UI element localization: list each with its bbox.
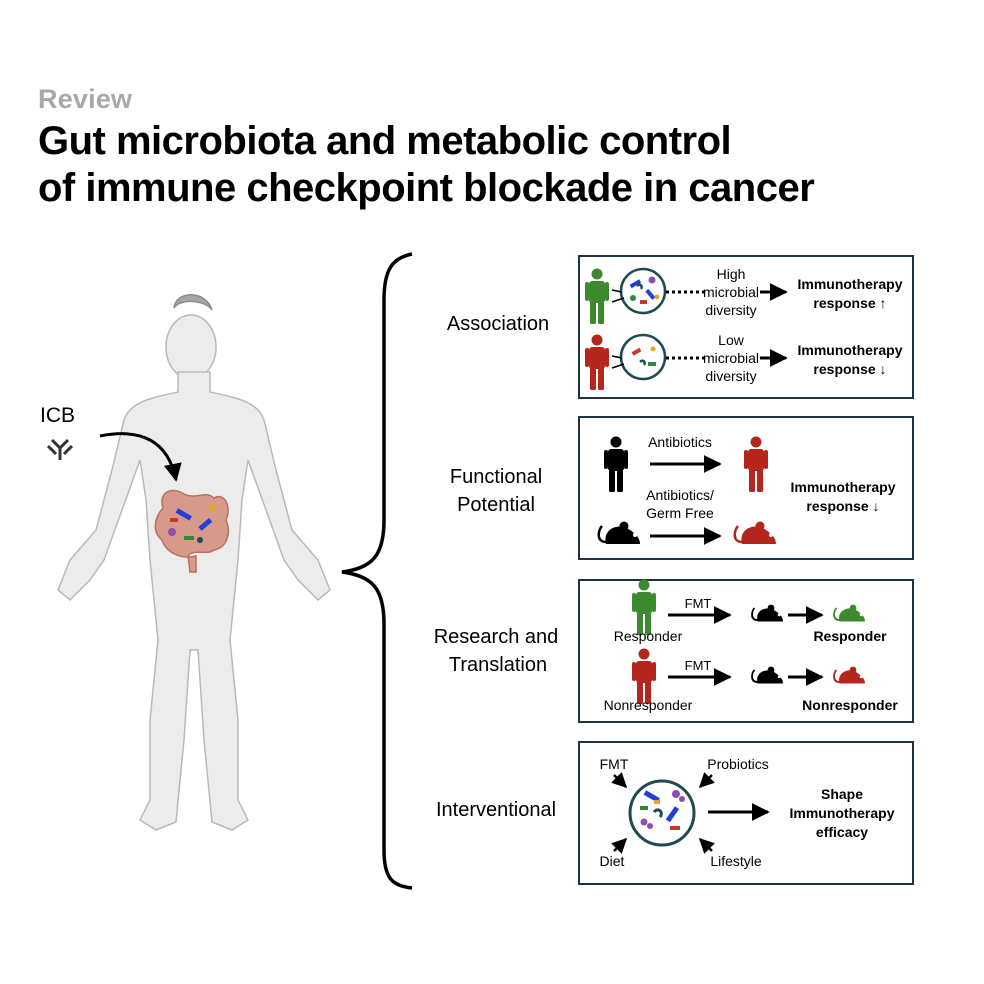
antibiotics-label: Antibiotics — [648, 434, 712, 450]
person-icon — [744, 436, 768, 492]
person-icon — [604, 436, 628, 492]
high-result-1: Immunotherapy — [797, 276, 902, 292]
mouse-icon — [833, 665, 866, 685]
lifestyle-label: Lifestyle — [710, 853, 762, 869]
high-label-1: High — [717, 266, 746, 282]
high-result-2: response ↑ — [813, 295, 886, 311]
functional-label-line-2: Potential — [457, 494, 535, 516]
high-label-3: diversity — [705, 302, 756, 318]
functional-label-line-1: Functional — [450, 466, 542, 488]
low-result-2: response ↓ — [813, 361, 886, 377]
antibiotics-gf-label-1: Antibiotics/ — [646, 487, 714, 503]
low-label-2: microbial — [703, 350, 759, 366]
probiotics-label: Probiotics — [707, 756, 768, 772]
functional-result-2: response ↓ — [806, 498, 879, 514]
research-label-line-2: Translation — [449, 654, 547, 676]
title-line-2: of immune checkpoint blockade in cancer — [38, 166, 815, 210]
icb-arrow — [99, 432, 182, 482]
person-icon — [632, 648, 656, 704]
association-panel — [578, 255, 914, 399]
human-body-illustration — [57, 294, 331, 831]
title-line-1: Gut microbiota and metabolic control — [38, 119, 732, 163]
icb-label: ICB — [40, 404, 75, 427]
mouse-icon — [833, 603, 866, 623]
nonresponder-label: Nonresponder — [604, 697, 693, 713]
mouse-icon — [733, 520, 778, 546]
interventional-label: Interventional — [436, 799, 556, 821]
functional-result-1: Immunotherapy — [790, 479, 895, 495]
page-title: Gut microbiota and metabolic control of … — [38, 118, 978, 212]
interventional-result-1: Shape — [821, 786, 863, 802]
mouse-icon — [751, 665, 784, 685]
fmt-label-3: FMT — [600, 756, 629, 772]
kicker: Review — [38, 84, 133, 114]
antibiotics-gf-label-2: Germ Free — [646, 505, 714, 521]
curly-brace — [341, 252, 413, 890]
diet-label: Diet — [600, 853, 625, 869]
microbe-circle-icon — [628, 779, 696, 847]
gut-icon — [154, 489, 230, 573]
nonresponder-result: Nonresponder — [802, 697, 898, 713]
low-label-3: diversity — [705, 368, 756, 384]
person-icon — [632, 579, 656, 635]
interventional-panel — [578, 741, 914, 885]
responder-label: Responder — [614, 628, 683, 644]
responder-result: Responder — [813, 628, 887, 644]
mouse-icon — [751, 603, 784, 623]
interventional-result-2: Immunotherapy — [789, 805, 894, 821]
fmt-label-2: FMT — [685, 658, 712, 673]
microbe-circle-icon — [619, 267, 667, 315]
research-panel — [578, 579, 914, 723]
antibody-icon — [46, 438, 74, 460]
high-label-2: microbial — [703, 284, 759, 300]
low-label-1: Low — [718, 332, 745, 348]
association-label: Association — [447, 313, 549, 335]
mouse-icon — [597, 520, 642, 546]
interventional-result-3: efficacy — [816, 824, 868, 840]
low-result-1: Immunotherapy — [797, 342, 902, 358]
fmt-label-1: FMT — [685, 596, 712, 611]
person-icon — [585, 268, 609, 324]
microbe-circle-icon — [619, 333, 667, 381]
research-label-line-1: Research and — [434, 626, 559, 648]
person-icon — [585, 334, 609, 390]
functional-panel — [578, 416, 914, 560]
